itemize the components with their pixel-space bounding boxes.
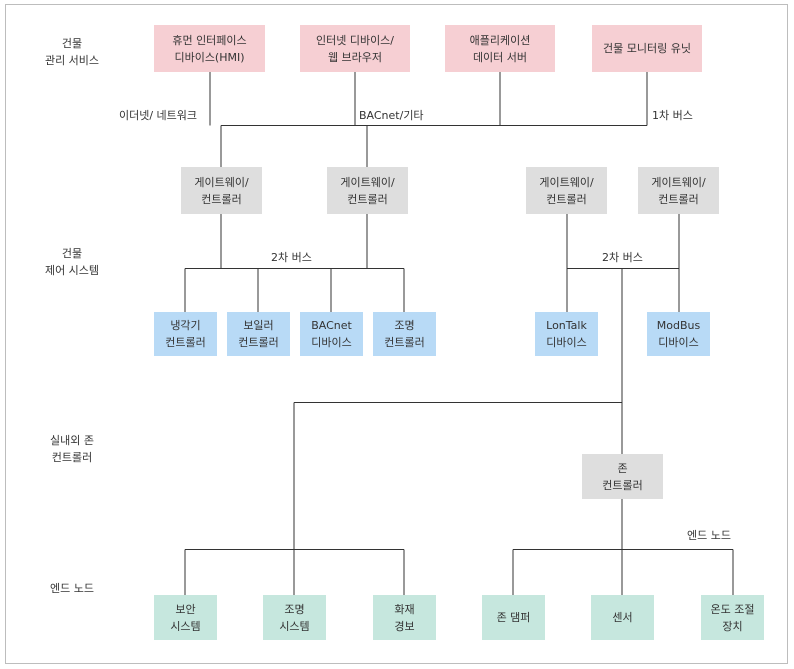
boiler-controller-box: 보일러 컨트롤러: [227, 312, 290, 356]
gateway-box-1: 게이트웨이/ 컨트롤러: [181, 167, 262, 214]
bacnet-device-box: BACnet 디바이스: [300, 312, 363, 356]
app-data-server-box: 애플리케이션 데이터 서버: [445, 25, 555, 72]
modbus-device-box: ModBus 디바이스: [647, 312, 710, 356]
monitoring-unit-box: 건물 모니터링 유닛: [592, 25, 702, 72]
section-building-management: 건물 관리 서비스: [44, 37, 100, 67]
primary-bus-label: 1차 버스: [652, 109, 693, 122]
section-zone-controller: 실내외 존 컨트롤러: [50, 434, 94, 464]
gateway-box-3: 게이트웨이/ 컨트롤러: [526, 167, 607, 214]
internet-device-box: 인터넷 디바이스/ 웹 브라우저: [300, 25, 410, 72]
chiller-controller-box: 냉각기 컨트롤러: [154, 312, 217, 356]
ethernet-label: 이더넷/ 네트워크: [119, 109, 198, 122]
lighting-controller-box: 조명 컨트롤러: [373, 312, 436, 356]
section-end-node: 엔드 노드: [50, 582, 94, 595]
hmi-box: 휴먼 인터페이스 디바이스(HMI): [154, 25, 265, 72]
gateway-box-2: 게이트웨이/ 컨트롤러: [327, 167, 408, 214]
temperature-control-box: 온도 조절 장치: [701, 595, 764, 640]
secondary-bus-label-left: 2차 버스: [271, 251, 312, 264]
diagram-frame: [5, 4, 788, 664]
lighting-system-box: 조명 시스템: [263, 595, 326, 640]
security-system-box: 보안 시스템: [154, 595, 217, 640]
end-node-bus-label: 엔드 노드: [687, 529, 731, 542]
sensor-box: 센서: [591, 595, 654, 640]
lontalk-device-box: LonTalk 디바이스: [535, 312, 598, 356]
gateway-box-4: 게이트웨이/ 컨트롤러: [638, 167, 719, 214]
secondary-bus-label-right: 2차 버스: [602, 251, 643, 264]
zone-damper-box: 존 댐퍼: [482, 595, 545, 640]
zone-controller-box: 존 컨트롤러: [582, 454, 663, 499]
fire-alarm-box: 화재 경보: [373, 595, 436, 640]
bacnet-other-label: BACnet/기타: [359, 109, 424, 122]
section-building-control: 건물 제어 시스템: [44, 247, 100, 277]
